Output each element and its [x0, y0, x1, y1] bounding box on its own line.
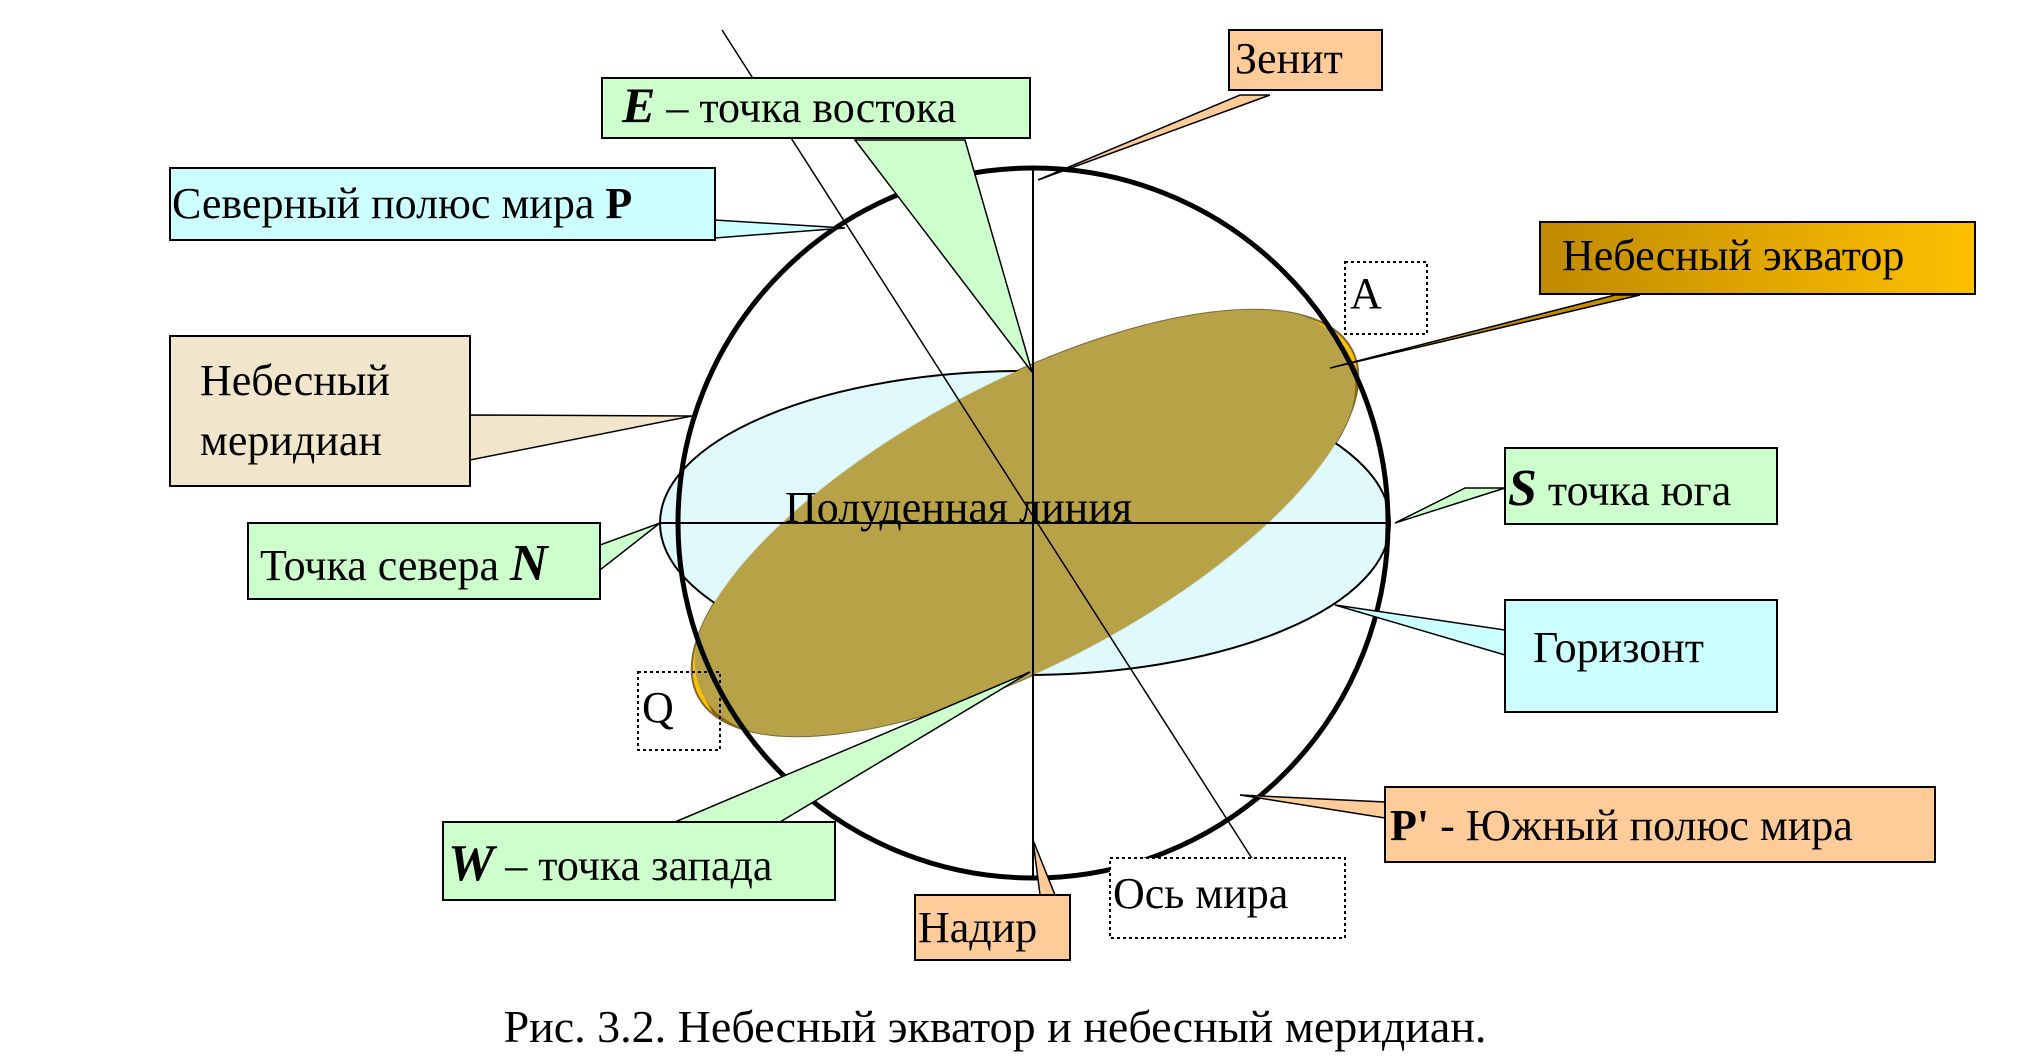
svg-text:Точка севера N: Точка севера N — [260, 535, 550, 592]
svg-text:Небесный: Небесный — [200, 356, 390, 405]
svg-text:Ось мира: Ось мира — [1113, 869, 1288, 918]
svg-text:Q: Q — [642, 683, 674, 732]
svg-text:Полуденная линия: Полуденная линия — [785, 483, 1132, 532]
svg-text:E – точка востока: E – точка востока — [621, 77, 956, 133]
callout-pointers — [469, 94, 1641, 896]
svg-text:Зенит: Зенит — [1235, 34, 1343, 83]
svg-text:A: A — [1350, 269, 1382, 318]
label-nadir: Надир — [914, 894, 1071, 961]
svg-text:меридиан: меридиан — [200, 416, 382, 465]
label-celestial-meridian: Небесный меридиан — [169, 335, 471, 487]
label-celestial-equator: Небесный экватор — [1539, 221, 1976, 295]
label-south-pole: P' - Южный полюс мира — [1384, 786, 1936, 863]
label-point-a: A — [1344, 261, 1428, 335]
label-zenith: Зенит — [1228, 29, 1383, 91]
label-point-q: Q — [637, 671, 721, 751]
svg-text:Горизонт: Горизонт — [1533, 623, 1704, 672]
svg-text:Северный полюс мира P: Северный полюс мира P — [172, 179, 632, 228]
label-south-point: S точка юга — [1504, 447, 1778, 525]
celestial-sphere-diagram: Зенит E – точка востока Северный полюс м… — [169, 29, 1976, 961]
svg-text:P' - Южный полюс мира: P' - Южный полюс мира — [1390, 801, 1853, 850]
label-horizon: Горизонт — [1504, 599, 1778, 713]
svg-text:Небесный экватор: Небесный экватор — [1562, 231, 1904, 280]
label-noon-line: Полуденная линия — [785, 483, 1132, 532]
label-north-point: Точка севера N — [247, 522, 601, 600]
label-world-axis: Ось мира — [1109, 857, 1346, 939]
label-west-point: W – точка запада — [442, 821, 836, 901]
svg-text:Надир: Надир — [918, 903, 1037, 952]
svg-text:S точка юга: S точка юга — [1508, 460, 1731, 517]
label-east-point: E – точка востока — [601, 77, 1031, 139]
svg-text:W – точка запада: W – точка запада — [448, 835, 772, 892]
world-axis-line — [721, 29, 1254, 861]
figure-caption: Рис. 3.2. Небесный экватор и небесный ме… — [503, 1001, 1487, 1052]
label-north-pole: Северный полюс мира P — [169, 167, 716, 241]
